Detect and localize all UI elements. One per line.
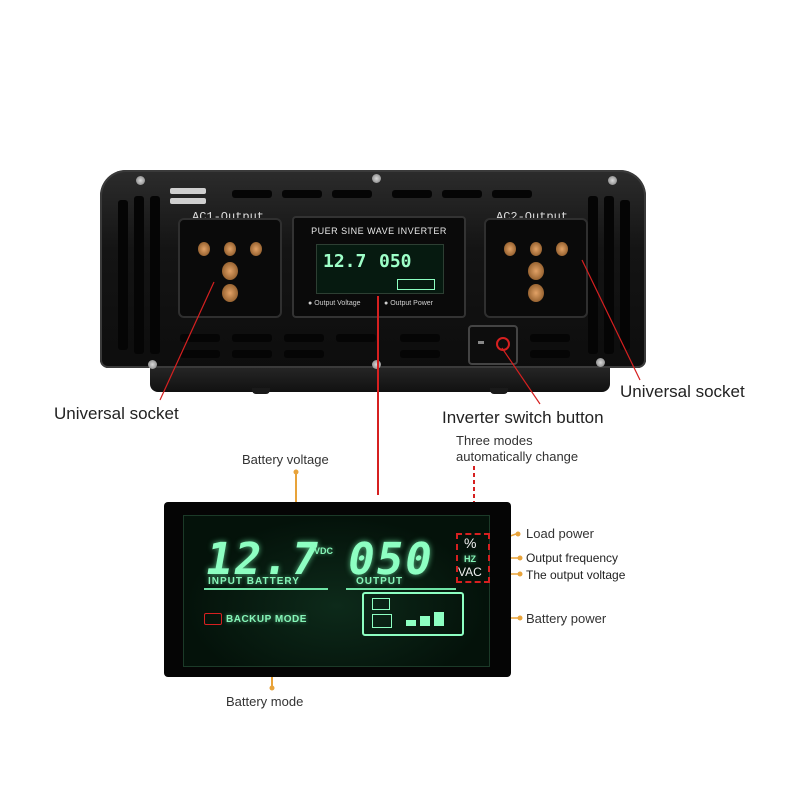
leader-dot [293, 469, 299, 475]
vent-slot [392, 190, 432, 198]
mini-lcd-battery: 12.7 [323, 251, 367, 272]
vent-slot [118, 200, 128, 350]
callout-universal-socket-left: Universal socket [54, 404, 179, 423]
vent-slot [232, 350, 272, 358]
socket-pin [198, 242, 210, 256]
vent-slot [620, 200, 630, 350]
universal-socket-left[interactable] [178, 218, 282, 318]
vent-slot [150, 196, 160, 354]
screw [372, 174, 381, 183]
battery-level-bar [406, 620, 416, 626]
leader-dot [269, 685, 275, 691]
vent-slot [604, 196, 614, 354]
battery-icon [372, 614, 392, 628]
lcd-unit-hz: HZ [464, 554, 476, 564]
legend-output-voltage: ● Output Voltage [308, 300, 361, 307]
callout-universal-socket-right: Universal socket [620, 382, 745, 401]
vent-slot [588, 196, 598, 354]
socket-pin [224, 242, 236, 256]
vent-slot [442, 190, 482, 198]
mini-lcd-output: 050 [379, 251, 412, 272]
switch-off-mark [478, 341, 484, 344]
leader-dot [517, 615, 523, 621]
lcd-underline [346, 588, 456, 590]
lcd-underline [204, 588, 328, 590]
universal-socket-right[interactable] [484, 218, 588, 318]
lcd-unit-percent: % [464, 535, 477, 551]
legend-output-voltage-text: Output Voltage [314, 300, 361, 307]
screw [596, 358, 605, 367]
callout-output-frequency: Output frequency [526, 551, 619, 565]
vent-slot [232, 190, 272, 198]
vent-slot [284, 350, 324, 358]
callout-load-power: Load power [526, 526, 594, 541]
battery-level-bar [434, 612, 444, 626]
inverter-foot [490, 388, 508, 394]
inverter-foot [252, 388, 270, 394]
vent-slot [400, 334, 440, 342]
power-source-icon [372, 598, 390, 610]
vent-slot [400, 350, 440, 358]
vent-slot [336, 334, 376, 342]
leader-line-switch [501, 347, 541, 405]
callout-output-voltage: The output voltage [526, 568, 626, 582]
socket-pin [222, 284, 238, 302]
terminal-bar [170, 198, 206, 204]
screw [372, 360, 381, 369]
battery-level-bar [420, 616, 430, 626]
vent-slot [284, 334, 324, 342]
leader-dot [515, 531, 521, 537]
callout-battery-power: Battery power [526, 611, 607, 626]
mini-lcd-battery-bar [397, 279, 435, 290]
socket-pin [528, 284, 544, 302]
vent-slot [282, 190, 322, 198]
socket-pin [222, 262, 238, 280]
lcd-battery-power-box [362, 592, 464, 636]
socket-pin [556, 242, 568, 256]
vent-slot [530, 350, 570, 358]
lcd-input-battery-label: INPUT BATTERY [208, 576, 300, 587]
lcd-unit-vac: VAC [458, 565, 482, 579]
panel-title: PUER SINE WAVE INVERTER [311, 226, 447, 236]
screw [608, 176, 617, 185]
lcd-backup-mode-label: BACKUP MODE [226, 614, 307, 625]
socket-pin [250, 242, 262, 256]
socket-pin [528, 262, 544, 280]
leader-dot [517, 571, 523, 577]
vent-slot [530, 334, 570, 342]
leader-dot [517, 555, 523, 561]
vent-slot [492, 190, 532, 198]
callout-three-modes-line1: Three modes [456, 433, 533, 448]
callout-battery-mode: Battery mode [226, 694, 304, 709]
callout-battery-voltage: Battery voltage [242, 452, 329, 467]
leader-line-right-socket [581, 259, 641, 381]
screw [136, 176, 145, 185]
mini-lcd-screen: 12.7 050 [316, 244, 444, 294]
vent-slot [180, 350, 220, 358]
lcd-battery-unit: VDC [314, 546, 334, 556]
legend-output-power-text: Output Power [390, 300, 433, 307]
callout-three-modes-line2: automatically change [456, 449, 579, 464]
battery-mode-icon [204, 613, 222, 625]
leader-line-left-socket [159, 281, 215, 401]
socket-pin [504, 242, 516, 256]
lcd-unit-indicator-box [456, 533, 490, 583]
vent-slot [134, 196, 144, 354]
callout-inverter-switch: Inverter switch button [442, 408, 604, 427]
vent-slot [232, 334, 272, 342]
vent-slot [180, 334, 220, 342]
terminal-bar [170, 188, 206, 194]
screw [148, 360, 157, 369]
socket-pin [530, 242, 542, 256]
lcd-closeup-screen [183, 515, 490, 667]
vent-slot [332, 190, 372, 198]
lcd-output-label: OUTPUT [356, 576, 404, 587]
legend-output-power: ● Output Power [384, 300, 433, 307]
